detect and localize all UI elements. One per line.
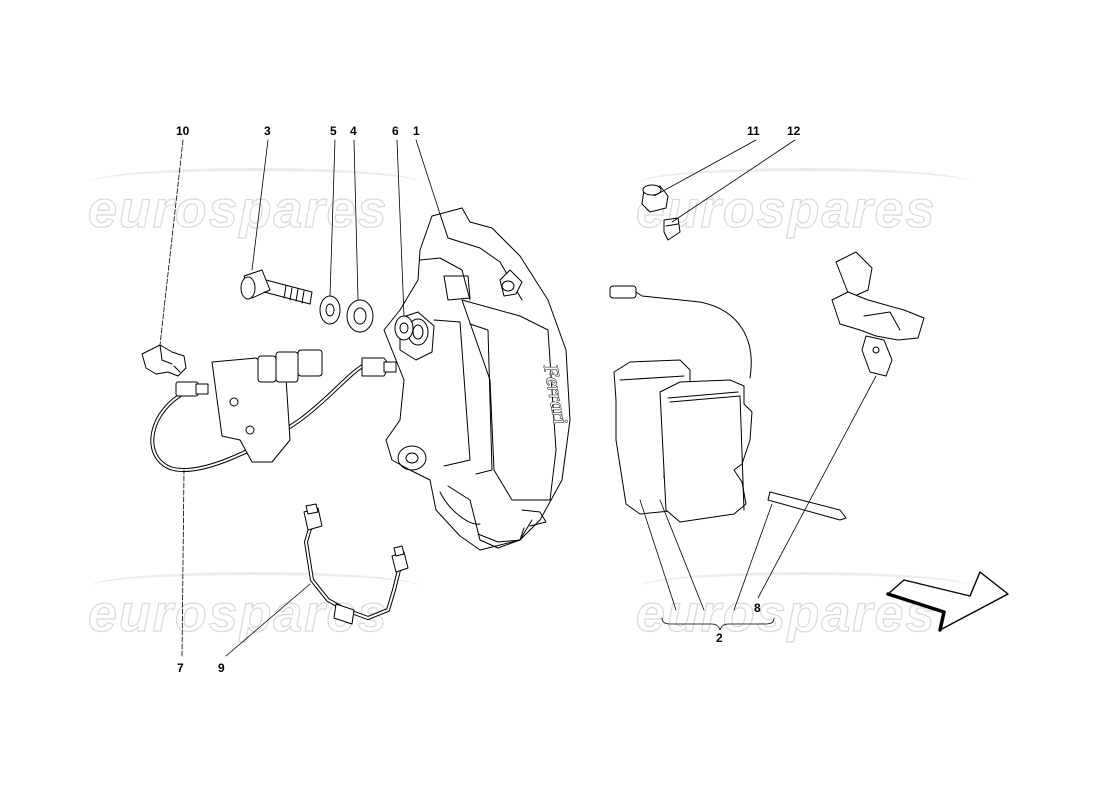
watermark-swoosh-bottom-right xyxy=(640,572,970,601)
watermark-swoosh-top-right xyxy=(640,168,970,197)
leader-lines xyxy=(159,139,877,657)
hose-bracket xyxy=(211,349,323,463)
direction-arrow xyxy=(886,571,1009,632)
watermark-top-right: eurospares xyxy=(635,180,937,239)
callout-12: 12 xyxy=(787,124,801,138)
callout-4: 4 xyxy=(350,124,357,138)
spring-clip-part-8[interactable] xyxy=(831,251,925,377)
wear-sensor-wire[interactable] xyxy=(609,285,752,379)
callout-5: 5 xyxy=(330,124,337,138)
brake-caliper-part-1[interactable]: Ferrari xyxy=(383,207,572,551)
bleeder-cap-part-11[interactable] xyxy=(641,184,669,213)
callout-labels: 10 3 5 4 6 1 11 12 7 9 8 2 xyxy=(176,124,801,675)
watermark-swoosh-top-left xyxy=(90,168,420,197)
bolt-part-3[interactable] xyxy=(240,269,313,305)
callout-1: 1 xyxy=(413,124,420,138)
brake-pipe-part-9[interactable] xyxy=(303,503,409,625)
washer-part-4[interactable] xyxy=(346,299,374,333)
watermark-swoosh-bottom-left xyxy=(90,572,420,601)
callout-6: 6 xyxy=(392,124,399,138)
callout-9: 9 xyxy=(218,661,225,675)
callout-7: 7 xyxy=(177,661,184,675)
callout-3: 3 xyxy=(264,124,271,138)
washer-part-6[interactable] xyxy=(394,315,414,341)
callout-11: 11 xyxy=(747,124,760,138)
callout-10: 10 xyxy=(176,124,190,138)
watermark-top-left: eurospares xyxy=(87,180,389,239)
callout-8: 8 xyxy=(754,601,761,615)
brake-pad-front-part-2[interactable] xyxy=(659,379,753,523)
clip-part-10[interactable] xyxy=(141,344,187,377)
watermark-bottom-right: eurospares xyxy=(635,584,937,643)
bleeder-screw-part-12[interactable] xyxy=(663,217,681,241)
washer-part-5[interactable] xyxy=(319,295,341,325)
callout-2: 2 xyxy=(716,631,723,645)
brake-hose-part-7[interactable] xyxy=(150,357,397,472)
